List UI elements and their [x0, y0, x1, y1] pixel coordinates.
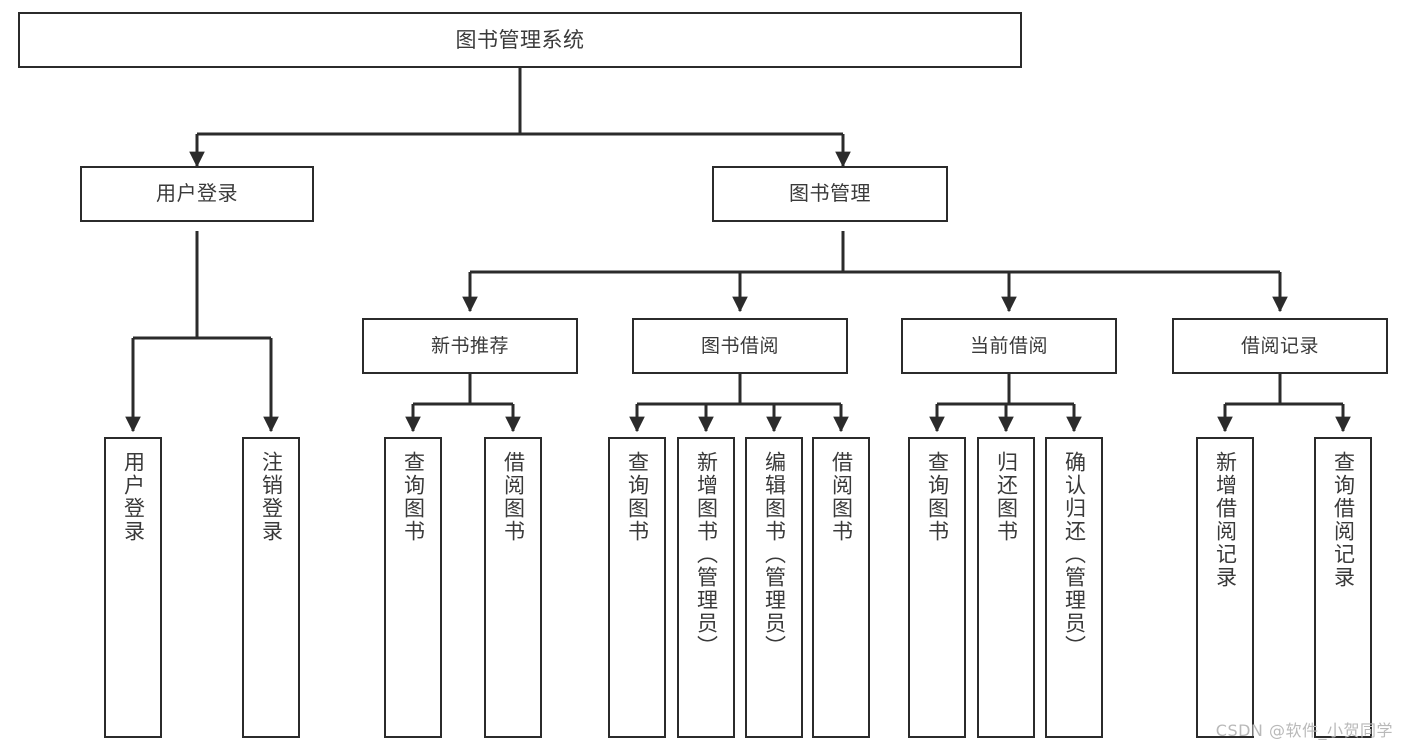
node-leaf-borrow-borrow-book[interactable]: 借阅图书 — [812, 437, 870, 738]
node-user-login[interactable]: 用户登录 — [80, 166, 314, 222]
node-leaf-borrow-add-book-admin[interactable]: 新增图书（管理员） — [677, 437, 735, 738]
node-leaf-recommend-query-book[interactable]: 查询图书 — [384, 437, 442, 738]
node-leaf-borrow-edit-book-admin[interactable]: 编辑图书（管理员） — [745, 437, 803, 738]
node-label: 图书管理系统 — [455, 27, 585, 52]
node-label: 查询图书 — [401, 451, 426, 543]
node-label: 归还图书 — [994, 451, 1019, 543]
node-label: 注销登录 — [259, 451, 284, 543]
node-label: 查询图书 — [925, 451, 950, 543]
node-label: 图书借阅 — [700, 334, 779, 357]
node-leaf-current-query-book[interactable]: 查询图书 — [908, 437, 966, 738]
node-leaf-record-query-borrow-record[interactable]: 查询借阅记录 — [1314, 437, 1372, 738]
node-label: 查询图书 — [625, 451, 650, 543]
node-label: 借阅图书 — [501, 451, 526, 543]
node-leaf-recommend-borrow-book[interactable]: 借阅图书 — [484, 437, 542, 738]
node-current-borrow[interactable]: 当前借阅 — [901, 318, 1117, 374]
csdn-watermark: CSDN @软件_小贺同学 — [1215, 721, 1393, 740]
node-root-book-management-system[interactable]: 图书管理系统 — [18, 12, 1022, 68]
node-label: 借阅记录 — [1240, 334, 1319, 357]
node-leaf-current-return-book[interactable]: 归还图书 — [977, 437, 1035, 738]
node-label: 图书管理 — [789, 181, 871, 206]
node-leaf-user-login[interactable]: 用户登录 — [104, 437, 162, 738]
node-new-book-recommend[interactable]: 新书推荐 — [362, 318, 578, 374]
node-leaf-record-add-borrow-record[interactable]: 新增借阅记录 — [1196, 437, 1254, 738]
node-leaf-current-confirm-return-admin[interactable]: 确认归还（管理员） — [1045, 437, 1103, 738]
node-book-borrow[interactable]: 图书借阅 — [632, 318, 848, 374]
node-label: 编辑图书（管理员） — [762, 451, 787, 658]
node-label: 新增图书（管理员） — [694, 451, 719, 658]
node-label: 借阅图书 — [829, 451, 854, 543]
node-label: 查询借阅记录 — [1331, 451, 1356, 589]
node-borrow-record[interactable]: 借阅记录 — [1172, 318, 1388, 374]
node-leaf-borrow-query-book[interactable]: 查询图书 — [608, 437, 666, 738]
node-book-management[interactable]: 图书管理 — [712, 166, 948, 222]
node-leaf-user-logout[interactable]: 注销登录 — [242, 437, 300, 738]
node-label: 确认归还（管理员） — [1062, 451, 1087, 658]
node-label: 新书推荐 — [430, 334, 509, 357]
node-label: 新增借阅记录 — [1213, 451, 1238, 589]
node-label: 当前借阅 — [969, 334, 1048, 357]
node-label: 用户登录 — [156, 181, 238, 206]
node-label: 用户登录 — [121, 451, 146, 543]
